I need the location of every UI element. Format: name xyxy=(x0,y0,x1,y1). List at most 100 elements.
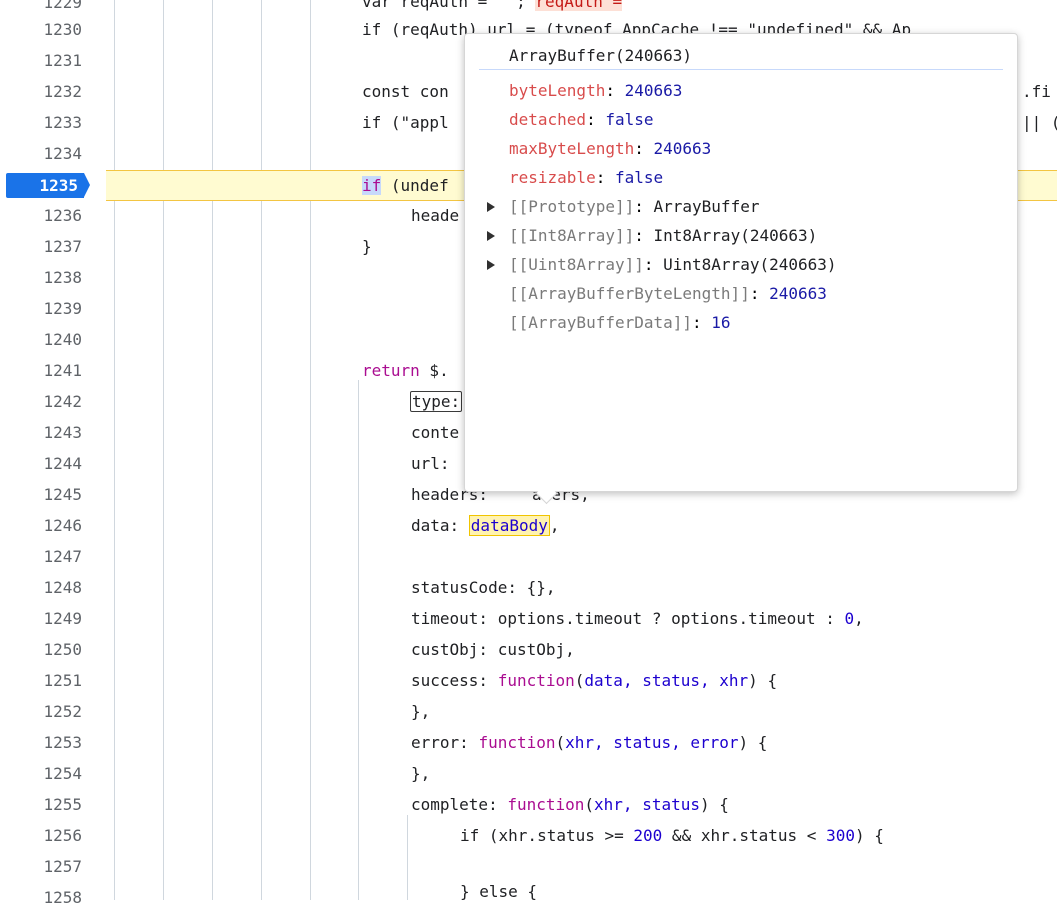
code-token: if ("appl xyxy=(362,113,449,132)
code-token: 0 xyxy=(844,609,855,628)
line-number[interactable]: 1258 xyxy=(43,888,82,907)
code-line[interactable]: if ("appl xyxy=(362,107,449,138)
code-token: type: xyxy=(410,391,463,412)
code-token: const con xyxy=(362,82,449,101)
property-row: byteLength: 240663 xyxy=(509,81,683,100)
code-token: function xyxy=(478,733,556,752)
line-number[interactable]: 1232 xyxy=(43,82,82,101)
code-line[interactable]: type: xyxy=(410,386,463,417)
code-line[interactable]: return $. xyxy=(362,355,449,386)
line-number[interactable]: 1231 xyxy=(43,51,82,70)
line-number[interactable]: 1251 xyxy=(43,671,82,690)
line-number[interactable]: 1244 xyxy=(43,454,82,473)
code-line[interactable]: } else { xyxy=(460,876,537,907)
code-token: reqAuth = xyxy=(535,0,623,11)
property-key: [[Int8Array]] xyxy=(509,226,635,245)
line-number[interactable]: 1246 xyxy=(43,516,82,535)
code-line[interactable]: statusCode: {}, xyxy=(411,572,556,603)
line-number[interactable]: 1242 xyxy=(43,392,82,411)
property-key: maxByteLength xyxy=(509,139,635,158)
line-number[interactable]: 1239 xyxy=(43,299,82,318)
line-number[interactable]: 1230 xyxy=(43,20,82,39)
line-number[interactable]: 1245 xyxy=(43,485,82,504)
line-number[interactable]: 1256 xyxy=(43,826,82,845)
code-token: data, status, xhr xyxy=(584,671,749,690)
code-token: ) { xyxy=(748,671,778,690)
code-line[interactable]: success: function(data, status, xhr) { xyxy=(411,665,777,696)
indent-guide xyxy=(407,815,408,900)
current-line-number[interactable]: 1235 xyxy=(6,173,84,198)
line-number[interactable]: 1257 xyxy=(43,857,82,876)
code-line[interactable]: }, xyxy=(411,758,430,789)
line-number[interactable]: 1254 xyxy=(43,764,82,783)
code-line[interactable]: heade xyxy=(411,200,459,231)
property-row: resizable: false xyxy=(509,168,664,187)
line-number[interactable]: 1250 xyxy=(43,640,82,659)
code-token: xhr, status xyxy=(594,795,700,814)
code-line[interactable]: custObj: custObj, xyxy=(411,634,575,665)
line-number[interactable]: 1234 xyxy=(43,144,82,163)
property-row-expandable[interactable]: [[Prototype]]: ArrayBuffer xyxy=(509,197,760,216)
property-row-expandable[interactable]: [[Int8Array]]: Int8Array(240663) xyxy=(509,226,818,245)
code-token: }, xyxy=(411,764,431,783)
property-value: false xyxy=(614,168,664,187)
breakpoint-arrow-icon xyxy=(84,173,90,197)
line-number[interactable]: 1252 xyxy=(43,702,82,721)
indent-guide xyxy=(358,380,359,900)
expand-triangle-icon[interactable] xyxy=(487,202,495,212)
line-number[interactable]: 1229 xyxy=(43,0,82,12)
line-number[interactable]: 1237 xyxy=(43,237,82,256)
expand-triangle-icon[interactable] xyxy=(487,260,495,270)
code-token: } else { xyxy=(460,882,538,901)
code-token: ) { xyxy=(738,733,768,752)
line-number[interactable]: 1243 xyxy=(43,423,82,442)
popover-title: ArrayBuffer(240663) xyxy=(509,46,693,65)
property-value: Uint8Array(240663) xyxy=(663,255,837,274)
code-line[interactable]: } xyxy=(362,231,372,262)
line-number[interactable]: 1236 xyxy=(43,206,82,225)
line-number[interactable]: 1249 xyxy=(43,609,82,628)
code-line[interactable]: var reqAuth = ""; reqAuth = xyxy=(362,0,623,17)
property-row: detached: false xyxy=(509,110,654,129)
code-line[interactable]: error: function(xhr, status, error) { xyxy=(411,727,767,758)
code-token: if (xhr.status >= xyxy=(460,826,634,845)
code-line[interactable]: || ( xyxy=(1022,107,1057,138)
code-token: ( xyxy=(574,671,585,690)
hovered-variable[interactable]: dataBody xyxy=(468,515,550,536)
code-token: var reqAuth = ""; xyxy=(362,0,526,11)
line-number[interactable]: 1238 xyxy=(43,268,82,287)
expand-triangle-icon[interactable] xyxy=(487,231,495,241)
code-line[interactable]: timeout: options.timeout ? options.timeo… xyxy=(411,603,864,634)
property-row-expandable[interactable]: [[Uint8Array]]: Uint8Array(240663) xyxy=(509,255,837,274)
line-number[interactable]: 1247 xyxy=(43,547,82,566)
code-line[interactable]: url: xyxy=(411,448,450,479)
property-key: [[Uint8Array]] xyxy=(509,255,644,274)
property-row: maxByteLength: 240663 xyxy=(509,139,712,158)
code-line[interactable]: data: dataBody, xyxy=(411,510,560,541)
indent-guide xyxy=(163,0,164,900)
code-line[interactable]: conte xyxy=(411,417,459,448)
code-line[interactable]: complete: function(xhr, status) { xyxy=(411,789,729,820)
line-number[interactable]: 1253 xyxy=(43,733,82,752)
line-number[interactable]: 1240 xyxy=(43,330,82,349)
code-token: function xyxy=(507,795,585,814)
line-number[interactable]: 1248 xyxy=(43,578,82,597)
code-line[interactable]: .fi xyxy=(1022,76,1051,107)
property-key: [[Prototype]] xyxy=(509,197,635,216)
breakpoint-marker[interactable]: 1235 xyxy=(0,173,92,198)
code-token: && xhr.status < xyxy=(662,826,827,845)
line-number[interactable]: 1255 xyxy=(43,795,82,814)
code-token: 200 xyxy=(633,826,663,845)
code-token: if xyxy=(362,176,382,195)
variable-hover-popover: ArrayBuffer(240663) byteLength: 240663 d… xyxy=(464,33,1018,492)
code-token: ( xyxy=(555,733,566,752)
line-number[interactable]: 1233 xyxy=(43,113,82,132)
property-value: Int8Array(240663) xyxy=(653,226,818,245)
code-token: custObj: custObj, xyxy=(411,640,575,659)
code-line[interactable]: const con xyxy=(362,76,449,107)
code-token: (undef xyxy=(381,176,449,195)
code-line-current[interactable]: if (undef xyxy=(362,170,449,201)
code-line[interactable]: if (xhr.status >= 200 && xhr.status < 30… xyxy=(460,820,884,851)
code-line[interactable]: }, xyxy=(411,696,430,727)
line-number[interactable]: 1241 xyxy=(43,361,82,380)
